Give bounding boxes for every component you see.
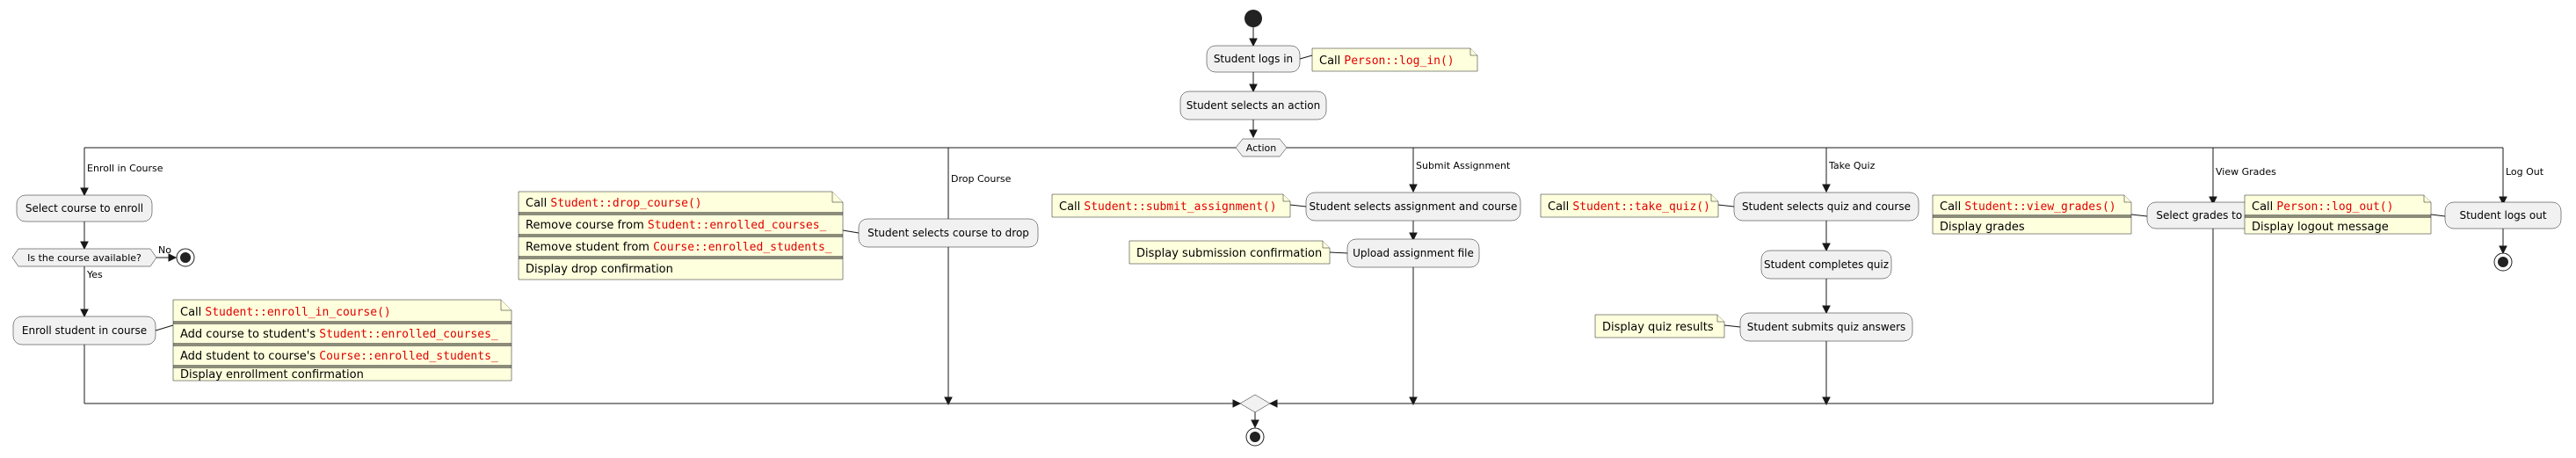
svg-text:Call Student::submit_assignmen: Call Student::submit_assignment()	[1059, 200, 1277, 214]
activity-submit-quiz: Student submits quiz answers	[1739, 312, 1913, 342]
activity-select-grades-label: Select grades to view	[2156, 209, 2269, 222]
activity-complete-quiz-label: Student completes quiz	[1764, 258, 1889, 271]
activity-enroll-student: Enroll student in course	[12, 316, 156, 345]
svg-text:Display logout message: Display logout message	[2252, 221, 2389, 234]
activity-select-quiz: Student selects quiz and course	[1733, 192, 1919, 222]
activity-selects-action: Student selects an action	[1179, 91, 1327, 120]
svg-text:Display submission confirmatio: Display submission confirmation	[1136, 247, 1322, 260]
activity-complete-quiz: Student completes quiz	[1760, 250, 1892, 280]
svg-text:Display quiz results: Display quiz results	[1602, 321, 1714, 334]
svg-text:Call Student::drop_course(): Call Student::drop_course()	[526, 197, 702, 210]
activity-logs-out: Student logs out	[2444, 201, 2562, 229]
activity-upload-file-label: Upload assignment file	[1353, 247, 1474, 259]
activity-select-course: Select course to enroll	[16, 194, 153, 222]
note-logout: Call Person::log_out() Display logout me…	[2244, 194, 2446, 235]
activity-select-drop-label: Student selects course to drop	[867, 227, 1029, 239]
merge-node	[1239, 394, 1271, 413]
decision-action-label: Action	[1246, 142, 1276, 154]
note-quiz: Call Student::take_quiz()	[1540, 193, 1735, 218]
branch-no-label: No	[158, 244, 171, 256]
note-quiz-results: Display quiz results	[1594, 314, 1741, 338]
activity-select-course-label: Select course to enroll	[25, 202, 143, 214]
branch-submit-label: Submit Assignment	[1416, 160, 1511, 171]
branch-drop-label: Drop Course	[951, 173, 1012, 185]
activity-select-assignment: Student selects assignment and course	[1305, 192, 1521, 222]
decision-action: Action	[1235, 138, 1288, 157]
activity-submit-quiz-label: Student submits quiz answers	[1747, 321, 1906, 333]
note-grades: Call Student::view_grades() Display grad…	[1932, 194, 2148, 235]
decision-available-label: Is the course available?	[27, 252, 141, 264]
activity-logs-out-label: Student logs out	[2459, 209, 2546, 222]
branch-grades-label: View Grades	[2216, 166, 2276, 178]
activity-select-assignment-label: Student selects assignment and course	[1310, 200, 1518, 213]
svg-text:Display drop confirmation: Display drop confirmation	[526, 263, 673, 276]
branch-logout-label: Log Out	[2506, 166, 2544, 178]
branch-yes-label: Yes	[86, 269, 103, 280]
svg-text:Display grades: Display grades	[1940, 221, 2025, 234]
start-node	[1244, 10, 1262, 27]
svg-text:Add course to student's Studen: Add course to student's Student::enrolle…	[180, 328, 498, 341]
svg-text:Call Person::log_out(): Call Person::log_out()	[2252, 200, 2393, 214]
svg-text:Remove student from Course::en: Remove student from Course::enrolled_stu…	[526, 241, 832, 254]
branch-enroll-label: Enroll in Course	[87, 163, 163, 174]
decision-available: Is the course available?	[11, 248, 157, 267]
activity-logs-in-label: Student logs in	[1214, 53, 1293, 65]
end-node-unavailable	[176, 248, 195, 267]
activity-logs-in: Student logs in	[1206, 45, 1301, 73]
svg-text:Remove course from Student::en: Remove course from Student::enrolled_cou…	[526, 219, 827, 232]
svg-text:Call Student::enroll_in_course: Call Student::enroll_in_course()	[180, 306, 391, 319]
note-drop: Call Student::drop_course() Remove cours…	[518, 191, 860, 280]
branch-quiz-label: Take Quiz	[1828, 160, 1876, 171]
end-node-logout	[2493, 252, 2513, 272]
note-enroll: Call Student::enroll_in_course() Add cou…	[155, 299, 512, 382]
activity-upload-file: Upload assignment file	[1346, 238, 1480, 268]
svg-text:Call Student::take_quiz(): Call Student::take_quiz()	[1548, 200, 1710, 214]
activity-select-drop: Student selects course to drop	[858, 218, 1039, 248]
svg-text:Add student to course's Course: Add student to course's Course::enrolled…	[180, 350, 498, 363]
svg-text:Call Student::view_grades(): Call Student::view_grades()	[1940, 200, 2116, 214]
note-login: Call Person::log_in()	[1299, 47, 1478, 72]
end-node-final	[1245, 427, 1265, 447]
activity-select-quiz-label: Student selects quiz and course	[1742, 200, 1911, 213]
svg-text:Display enrollment confirmatio: Display enrollment confirmation	[180, 368, 364, 382]
activity-selects-action-label: Student selects an action	[1186, 99, 1320, 112]
note-submission-confirm: Display submission confirmation	[1128, 240, 1348, 265]
note-submit: Call Student::submit_assignment()	[1051, 193, 1307, 218]
svg-text:Call Person::log_in(): Call Person::log_in()	[1319, 55, 1455, 68]
activity-enroll-student-label: Enroll student in course	[22, 324, 147, 337]
